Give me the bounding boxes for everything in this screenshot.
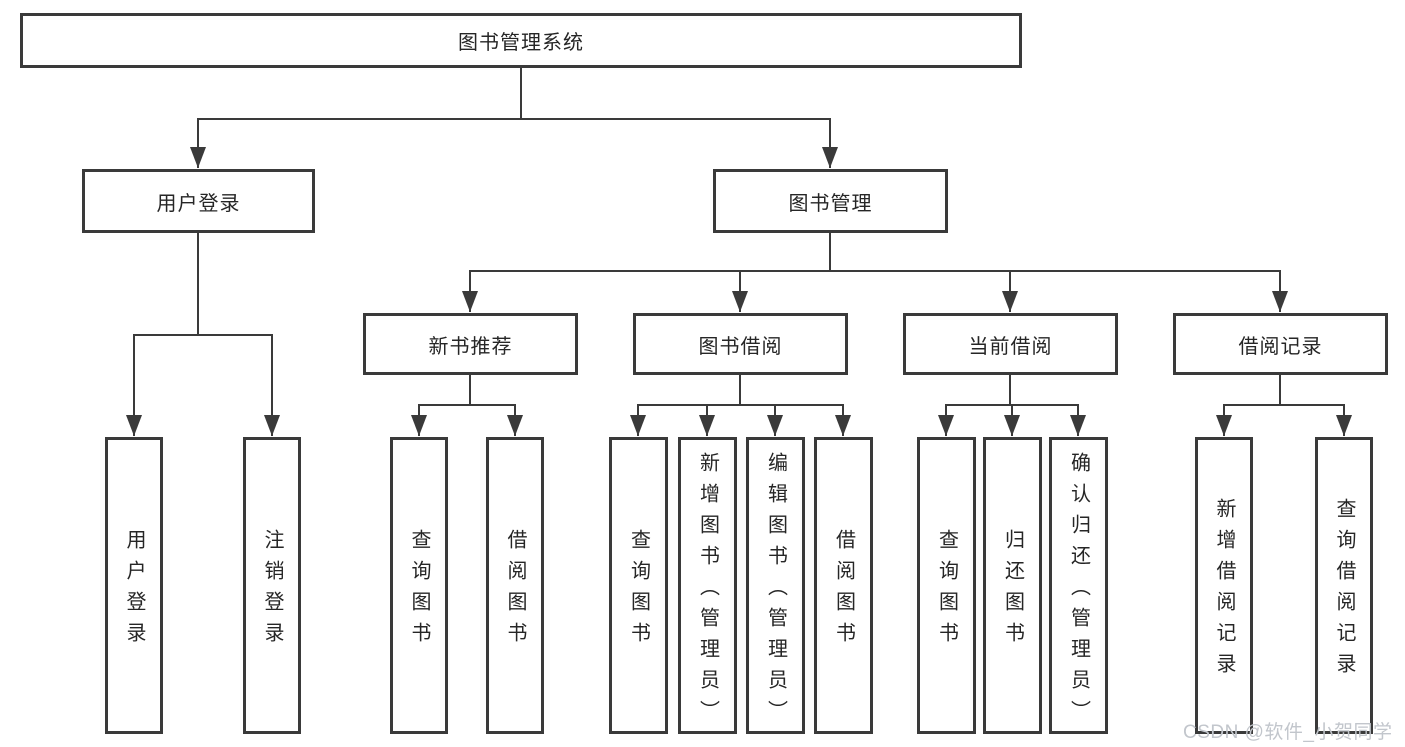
node-label: 新增图书（管理员） [696, 451, 719, 731]
node-label: 用户登录 [156, 192, 241, 215]
connector-segments [133, 68, 1345, 436]
node-label: 查询图书 [935, 529, 958, 653]
node-label: 借阅图书 [504, 529, 526, 653]
leaf-edit-books-admin: 编辑图书（管理员） [746, 437, 805, 734]
leaf-return-books: 归还图书 [983, 437, 1042, 734]
node-book-management: 图书管理 [713, 169, 948, 233]
leaf-query-books-current: 查询图书 [917, 437, 976, 734]
node-label: 查询图书 [627, 529, 650, 653]
node-root-library-system: 图书管理系统 [20, 13, 1022, 68]
leaf-user-login: 用户登录 [105, 437, 163, 734]
node-label: 注销登录 [261, 529, 283, 653]
leaf-borrow-books-recommend: 借阅图书 [486, 437, 544, 734]
leaf-confirm-return-admin: 确认归还（管理员） [1049, 437, 1108, 734]
node-book-borrow: 图书借阅 [633, 313, 848, 375]
leaf-query-books-borrow: 查询图书 [609, 437, 668, 734]
node-label: 编辑图书（管理员） [764, 451, 787, 731]
node-label: 图书借阅 [698, 335, 783, 358]
leaf-add-books-admin: 新增图书（管理员） [678, 437, 737, 734]
node-new-book-recommend: 新书推荐 [363, 313, 578, 375]
leaf-add-borrow-record: 新增借阅记录 [1195, 437, 1253, 734]
node-label: 借阅记录 [1238, 335, 1323, 358]
node-label: 新书推荐 [428, 335, 513, 358]
node-label: 查询借阅记录 [1333, 498, 1355, 684]
node-label: 图书管理 [788, 192, 873, 215]
node-current-borrow: 当前借阅 [903, 313, 1118, 375]
node-label: 归还图书 [1001, 529, 1024, 653]
node-borrow-records: 借阅记录 [1173, 313, 1388, 375]
node-user-login: 用户登录 [82, 169, 315, 233]
node-label: 确认归还（管理员） [1067, 451, 1090, 731]
node-label: 图书管理系统 [458, 32, 584, 54]
csdn-watermark: CSDN @软件_小贺同学 [1183, 722, 1393, 743]
node-label: 新增借阅记录 [1213, 498, 1235, 684]
leaf-logout: 注销登录 [243, 437, 301, 734]
node-label: 借阅图书 [832, 529, 855, 653]
node-label: 用户登录 [123, 529, 145, 653]
node-label: 查询图书 [408, 529, 430, 653]
leaf-query-borrow-record: 查询借阅记录 [1315, 437, 1373, 734]
node-label: 当前借阅 [968, 335, 1053, 358]
leaf-query-books-recommend: 查询图书 [390, 437, 448, 734]
leaf-borrow-books: 借阅图书 [814, 437, 873, 734]
